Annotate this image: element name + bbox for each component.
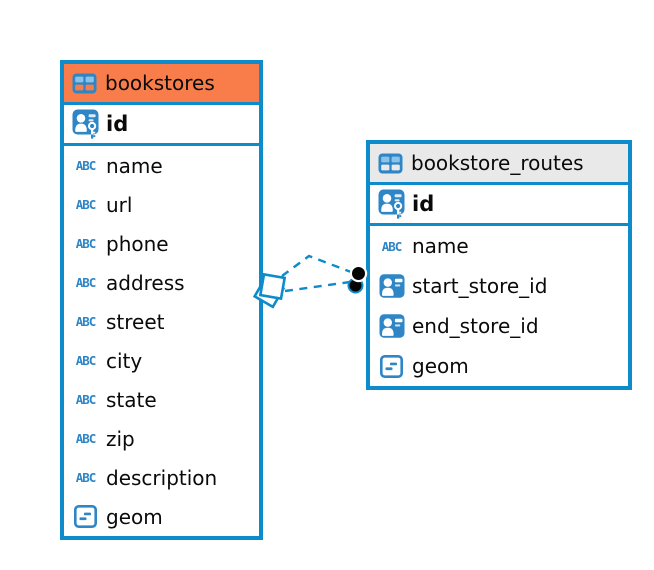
foreign-id-type-icon bbox=[378, 314, 405, 338]
column-row[interactable]: ABC address bbox=[64, 263, 259, 302]
column-name: start_store_id bbox=[412, 274, 548, 298]
text-type-icon: ABC bbox=[381, 238, 403, 254]
column-row[interactable]: ABC state bbox=[64, 380, 259, 419]
table-header-bookstore-routes[interactable]: bookstore_routes bbox=[370, 144, 628, 185]
table-title: bookstore_routes bbox=[411, 151, 584, 175]
table-bookstores[interactable]: bookstores id A bbox=[60, 60, 263, 540]
table-icon bbox=[378, 153, 403, 173]
relationship-line-2[interactable] bbox=[284, 280, 351, 293]
column-name: end_store_id bbox=[412, 314, 539, 338]
column-row[interactable]: ABC name bbox=[370, 226, 628, 266]
column-list: ABC name ABC url ABC phone ABC address A… bbox=[64, 146, 259, 536]
column-row[interactable]: ABC url bbox=[64, 185, 259, 224]
column-name: phone bbox=[106, 231, 169, 256]
primary-key-icon bbox=[378, 189, 405, 220]
table-header-bookstores[interactable]: bookstores bbox=[64, 64, 259, 105]
column-name: street bbox=[106, 309, 165, 334]
column-name: state bbox=[106, 387, 157, 412]
text-type-icon: ABC bbox=[75, 431, 97, 446]
column-row[interactable]: start_store_id bbox=[370, 266, 628, 306]
column-row[interactable]: end_store_id bbox=[370, 306, 628, 346]
column-row[interactable]: ABC street bbox=[64, 302, 259, 341]
relationship-line-1[interactable] bbox=[281, 254, 352, 277]
column-name: id bbox=[106, 112, 129, 136]
text-type-icon: ABC bbox=[75, 275, 97, 290]
column-row[interactable]: geom bbox=[64, 497, 259, 536]
one-end-dot-marker bbox=[347, 264, 368, 294]
table-icon bbox=[72, 73, 97, 93]
column-name: address bbox=[106, 270, 185, 295]
column-row[interactable]: ABC name bbox=[64, 146, 259, 185]
column-list: ABC name start_store_id bbox=[370, 226, 628, 386]
text-type-icon: ABC bbox=[75, 353, 97, 368]
foreign-id-type-icon bbox=[378, 274, 405, 298]
column-row[interactable]: ABC city bbox=[64, 341, 259, 380]
column-name: name bbox=[106, 153, 163, 178]
table-title: bookstores bbox=[105, 71, 215, 95]
primary-key-icon bbox=[72, 109, 99, 140]
column-name: zip bbox=[106, 426, 135, 451]
column-name: description bbox=[106, 465, 218, 490]
text-type-icon: ABC bbox=[75, 197, 97, 212]
column-row[interactable]: geom bbox=[370, 346, 628, 386]
column-name: url bbox=[106, 192, 133, 217]
geometry-type-icon bbox=[378, 354, 405, 378]
text-type-icon: ABC bbox=[75, 314, 97, 329]
column-row[interactable]: ABC zip bbox=[64, 419, 259, 458]
geometry-type-icon bbox=[72, 505, 99, 528]
text-type-icon: ABC bbox=[75, 158, 97, 173]
column-name: city bbox=[106, 348, 143, 373]
column-row-pk[interactable]: id bbox=[370, 185, 628, 226]
column-row[interactable]: ABC phone bbox=[64, 224, 259, 263]
text-type-icon: ABC bbox=[75, 392, 97, 407]
table-bookstore-routes[interactable]: bookstore_routes id bbox=[366, 140, 632, 390]
column-name: geom bbox=[412, 354, 469, 378]
text-type-icon: ABC bbox=[75, 470, 97, 485]
column-name: id bbox=[412, 192, 435, 216]
column-row[interactable]: ABC description bbox=[64, 458, 259, 497]
column-name: name bbox=[412, 234, 469, 258]
column-row-pk[interactable]: id bbox=[64, 105, 259, 146]
column-name: geom bbox=[106, 504, 163, 529]
text-type-icon: ABC bbox=[75, 236, 97, 251]
